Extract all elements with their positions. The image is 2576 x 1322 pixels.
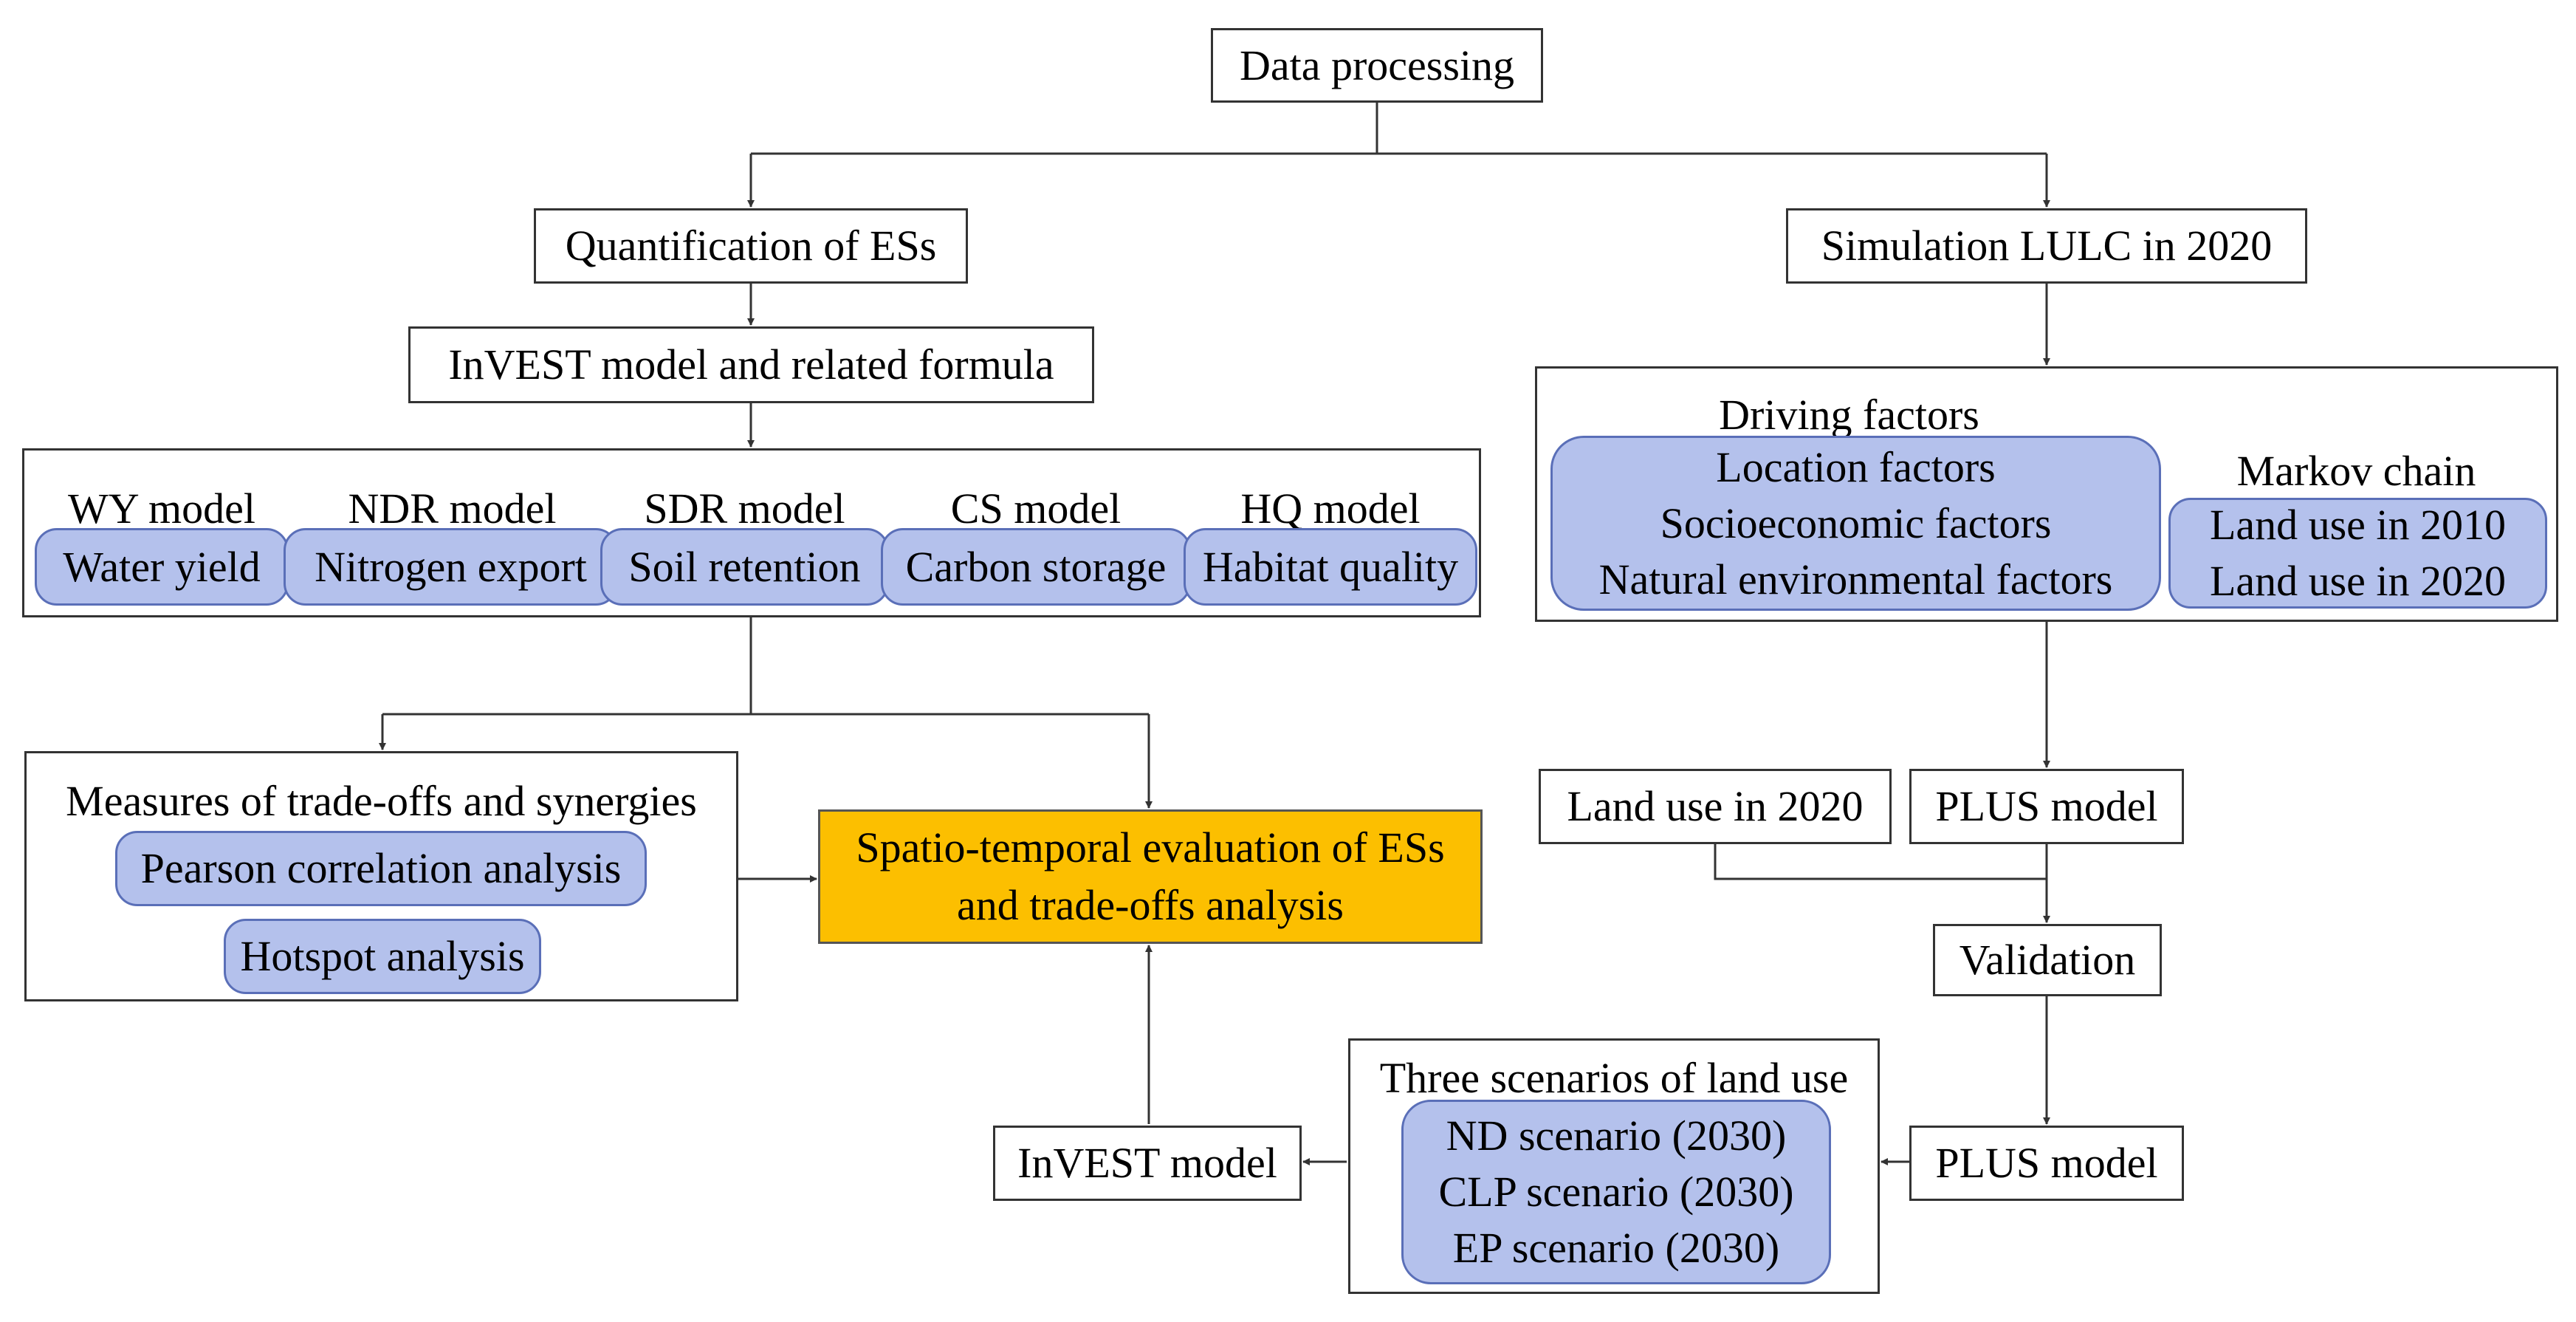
quantification-label: Quantification of ESs <box>565 222 937 270</box>
model-name: HQ model <box>1240 484 1421 532</box>
connector-data-split <box>751 103 2047 155</box>
model-output-label: Soil retention <box>628 542 861 591</box>
scenarios-pill: ND scenario (2030) CLP scenario (2030) E… <box>1401 1100 1831 1284</box>
plus-model-box-2: PLUS model <box>1909 1126 2184 1201</box>
quantification-box: Quantification of ESs <box>534 208 968 284</box>
driving-factors-pill: Location factors Socioeconomic factors N… <box>1550 436 2161 611</box>
scenario-item: CLP scenario (2030) <box>1438 1168 1794 1216</box>
driving-item: Location factors <box>1716 442 1996 491</box>
model-name: WY model <box>68 484 255 532</box>
driving-item: Socioeconomic factors <box>1660 499 2052 547</box>
data-processing-label: Data processing <box>1239 41 1515 89</box>
model-sdr: SDR model Soil retention <box>600 451 889 615</box>
scenarios-panel: Three scenarios of land use ND scenario … <box>1348 1038 1880 1294</box>
simulation-label: Simulation LULC in 2020 <box>1821 222 2273 270</box>
model-panel: WY model Water yield NDR model Nitrogen … <box>22 448 1481 617</box>
scenario-item: EP scenario (2030) <box>1452 1224 1780 1272</box>
driving-title: Driving factors <box>1719 391 1979 439</box>
pearson-label: Pearson correlation analysis <box>140 844 622 892</box>
driving-panel: Driving factors Location factors Socioec… <box>1535 366 2558 622</box>
validation-label: Validation <box>1959 936 2136 984</box>
measures-panel: Measures of trade-offs and synergies Pea… <box>24 751 738 1001</box>
markov-pill: Land use in 2010 Land use in 2020 <box>2168 498 2547 609</box>
invest-formula-box: InVEST model and related formula <box>408 326 1094 403</box>
model-ndr: NDR model Nitrogen export <box>276 451 628 615</box>
invest-formula-label: InVEST model and related formula <box>448 340 1054 388</box>
model-name: CS model <box>950 484 1122 532</box>
measures-title: Measures of trade-offs and synergies <box>66 777 697 825</box>
model-output-label: Habitat quality <box>1202 542 1459 591</box>
model-name: SDR model <box>644 484 845 532</box>
model-output-pill: Soil retention <box>600 528 889 606</box>
data-processing-box: Data processing <box>1211 28 1543 103</box>
plus-model-label: PLUS model <box>1935 782 2158 830</box>
scenario-item: ND scenario (2030) <box>1446 1112 1787 1160</box>
validation-box: Validation <box>1933 924 2162 996</box>
connector-model-split <box>382 617 1149 716</box>
model-output-pill: Water yield <box>35 528 289 606</box>
driving-item: Natural environmental factors <box>1598 555 2113 603</box>
hotspot-pill: Hotspot analysis <box>224 919 541 994</box>
model-output-label: Carbon storage <box>905 542 1167 591</box>
model-cs: CS model Carbon storage <box>881 451 1191 615</box>
markov-title: Markov chain <box>2236 447 2476 495</box>
simulation-box: Simulation LULC in 2020 <box>1786 208 2307 284</box>
markov-item: Land use in 2010 <box>2209 501 2507 549</box>
plus-model-label: PLUS model <box>1935 1139 2158 1187</box>
invest-model-label: InVEST model <box>1017 1139 1277 1187</box>
hotspot-label: Hotspot analysis <box>240 932 525 980</box>
plus-model-box-1: PLUS model <box>1909 769 2184 844</box>
model-name: NDR model <box>348 484 557 532</box>
model-output-label: Water yield <box>63 542 261 591</box>
scenarios-title: Three scenarios of land use <box>1379 1054 1849 1102</box>
land-use-2020-label: Land use in 2020 <box>1567 782 1864 830</box>
model-wy: WY model Water yield <box>24 451 299 615</box>
model-output-pill: Nitrogen export <box>284 528 618 606</box>
model-output-pill: Carbon storage <box>881 528 1191 606</box>
invest-model-box: InVEST model <box>993 1126 1302 1201</box>
connector-landuse-merge <box>1714 844 2047 880</box>
model-hq: HQ model Habitat quality <box>1184 451 1477 615</box>
markov-item: Land use in 2020 <box>2209 557 2507 605</box>
model-output-label: Nitrogen export <box>315 542 587 591</box>
land-use-2020-box: Land use in 2020 <box>1539 769 1892 844</box>
pearson-pill: Pearson correlation analysis <box>115 831 647 906</box>
evaluation-box: Spatio-temporal evaluation of ESs and tr… <box>818 809 1483 944</box>
evaluation-line-1: Spatio-temporal evaluation of ESs <box>856 823 1445 871</box>
evaluation-line-2: and trade-offs analysis <box>957 881 1344 929</box>
model-output-pill: Habitat quality <box>1184 528 1477 606</box>
